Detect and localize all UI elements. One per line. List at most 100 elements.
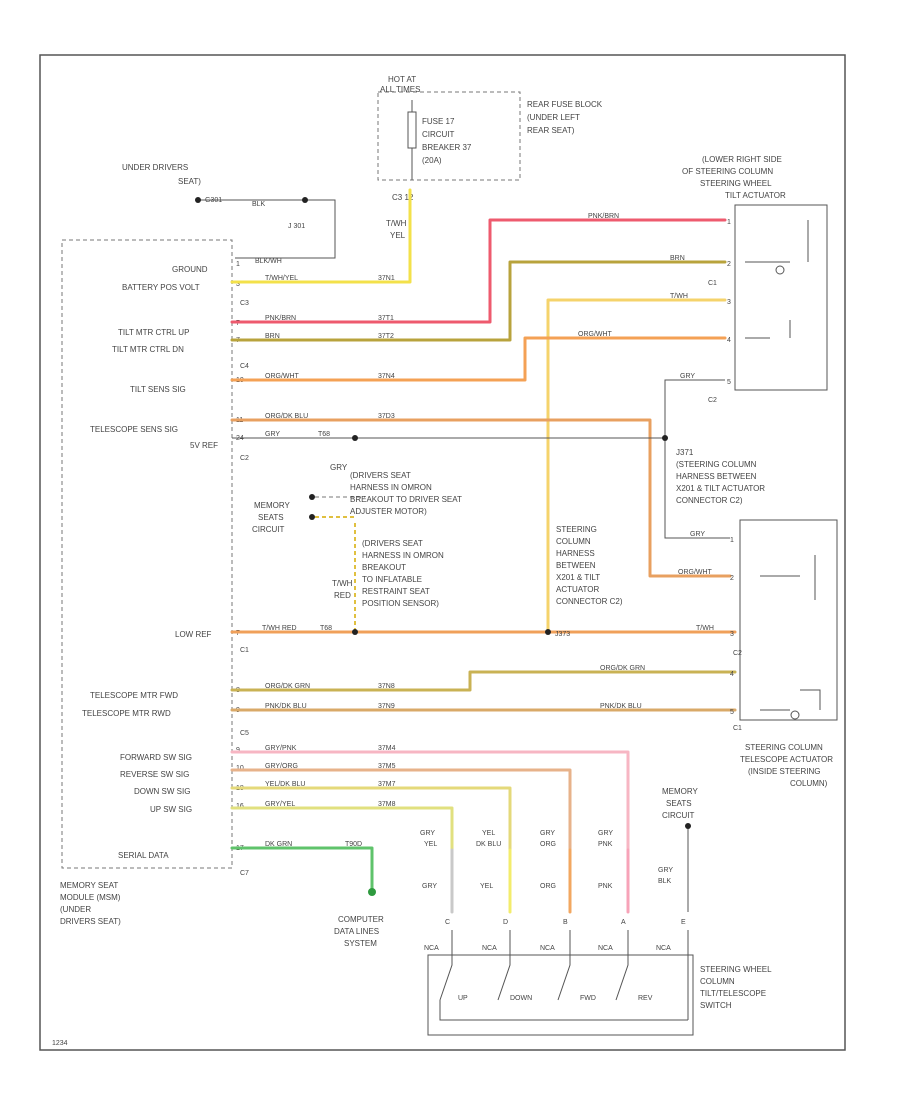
switch-pin-d: D [503, 919, 508, 926]
rear-fuse-block-label-2: (UNDER LEFT [527, 113, 580, 122]
module-conn-c3: C3 [240, 300, 249, 307]
switch-nca-4: NCA [598, 945, 613, 952]
splice-j301-label: J 301 [288, 223, 305, 230]
pin-label-tele-sens: TELESCOPE SENS SIG [90, 425, 178, 434]
tilt-wire-4: ORG/WHT [578, 331, 613, 338]
sw-wire-bottom-1: GRY [422, 883, 437, 890]
twh-red-2: RED [334, 591, 351, 600]
module-conn-c7: C7 [240, 870, 249, 877]
tilt-conn-c2: C2 [708, 397, 717, 404]
right-wire-1: GRY [690, 531, 705, 538]
wire-tilt-dn-brown [230, 260, 727, 342]
circuit-label-3: PNK/BRN [265, 315, 296, 322]
pin-label-up-sw: UP SW SIG [150, 805, 192, 814]
sw-wire-bottom-4: PNK [598, 883, 613, 890]
tilt-telescope-switch-box [427, 954, 694, 1036]
memory-seat-terminal-icon-3 [685, 823, 691, 829]
switch-title-2: COLUMN [700, 977, 735, 986]
pin-label-5v-ref: 5V REF [190, 441, 218, 450]
telescope-pin-4: 4 [730, 671, 734, 678]
switch-wire-labels: GRY YEL YEL DK BLU GRY ORG GRY PNK GRY B… [420, 830, 673, 890]
circuit-label-4: 37T1 [378, 315, 394, 322]
pin-label-serial: SERIAL DATA [118, 851, 169, 860]
switch-nca-3: NCA [540, 945, 555, 952]
pin-label-down-sw: DOWN SW SIG [134, 787, 190, 796]
j371-label-5: CONNECTOR C2) [676, 496, 743, 505]
ground-wire [200, 199, 336, 259]
splice-j373-icon [545, 629, 551, 635]
circuit-label-28: T90D [345, 841, 362, 848]
gry-note-3: HARNESS IN OMRON [350, 483, 432, 492]
tilt-pin-3: 3 [727, 299, 731, 306]
ground-wire-label-2: BLK/WH [255, 258, 282, 265]
wire-tilt-sens-orange [230, 336, 727, 382]
steering-harness-5: X201 & TILT [556, 573, 600, 582]
sw-wire-4a: GRY [598, 830, 613, 837]
circuit-label-13: T/WH RED [262, 625, 297, 632]
circuit-label-15: ORG/DK GRN [265, 683, 310, 690]
circuit-label-5: BRN [265, 333, 280, 340]
circuit-label-20: 37M4 [378, 745, 396, 752]
pin-num-1: 1 [236, 261, 240, 268]
memory-seats-circuit2-3: CIRCUIT [662, 811, 695, 820]
drivers-seat-note-4: TO INFLATABLE [362, 575, 422, 584]
splice-j301-icon [302, 197, 308, 203]
under-driver-seat-label-1: UNDER DRIVERS [122, 163, 188, 172]
wire-battery-yellow [230, 188, 412, 284]
module-title-4: DRIVERS SEAT) [60, 917, 121, 926]
wire-tele-sens-orange [230, 418, 732, 578]
splice-j371-icon [662, 435, 668, 441]
j371-label-1: J371 [676, 448, 694, 457]
telescope-actuator-box [739, 519, 838, 721]
switch-title-1: STEERING WHEEL [700, 965, 772, 974]
gry-note-4: BREAKOUT TO DRIVER SEAT [350, 495, 462, 504]
memory-seat-terminal-icon-1 [309, 494, 315, 500]
sw-wire-1a: GRY [420, 830, 435, 837]
right-wire-3: T/WH [696, 625, 714, 632]
switch-title-3: TILT/TELESCOPE [700, 989, 766, 998]
circuit-label-7: ORG/WHT [265, 373, 300, 380]
diagram-frame [39, 54, 846, 1051]
tilt-pin-1: 1 [727, 219, 731, 226]
ground-wire-label: BLK [252, 201, 266, 208]
switch-nca-1: NCA [424, 945, 439, 952]
circuit-labels: T/WH/YEL 37N1 PNK/BRN 37T1 BRN 37T2 ORG/… [262, 275, 396, 848]
pin-label-ground: GROUND [172, 265, 208, 274]
ground-symbol-icon [195, 197, 201, 203]
switch-title-4: SWITCH [700, 1001, 732, 1010]
switch-pin-c: C [445, 919, 450, 926]
tilt-pin-2: 2 [727, 261, 731, 268]
telescope-actuator-3: (INSIDE STEERING [748, 767, 820, 776]
wire-5v-ref-gray [232, 379, 725, 439]
steering-harness-4: BETWEEN [556, 561, 596, 570]
circuit-label-22: 37M5 [378, 763, 396, 770]
steering-harness-1: STEERING [556, 525, 597, 534]
circuit-label-23: YEL/DK BLU [265, 781, 305, 788]
memory-seat-terminal-icon-2 [309, 514, 315, 520]
circuit-label-14: T68 [320, 625, 332, 632]
sw-wire-2a: YEL [482, 830, 495, 837]
telescope-pin-1: 1 [730, 537, 734, 544]
computer-data-3: SYSTEM [344, 939, 377, 948]
memory-seat-module-box [61, 239, 233, 869]
wire-up-sw-yellow [230, 806, 454, 912]
wire-5v-ref-down [664, 438, 730, 539]
pin-label-tilt-up: TILT MTR CTRL UP [118, 328, 189, 337]
telescope-sensor-symbol [760, 555, 821, 711]
telescope-conn-c1: C1 [733, 725, 742, 732]
circuit-label-1: T/WH/YEL [265, 275, 298, 282]
memory-seats-circuit-3: CIRCUIT [252, 525, 285, 534]
fuse-wire-color-2: YEL [390, 231, 406, 240]
memory-seats-circuit2-1: MEMORY [662, 787, 699, 796]
sw-wire-1b: YEL [424, 841, 437, 848]
switch-nca-5: NCA [656, 945, 671, 952]
j371-label-2: (STEERING COLUMN [676, 460, 757, 469]
steering-harness-6: ACTUATOR [556, 585, 599, 594]
module-conn-c5: C5 [240, 730, 249, 737]
module-conn-c2: C2 [240, 455, 249, 462]
circuit-label-17: PNK/DK BLU [265, 703, 307, 710]
sw-wire-bottom-3: ORG [540, 883, 556, 890]
telescope-actuator-1: STEERING COLUMN [745, 743, 823, 752]
circuit-label-11: GRY [265, 431, 280, 438]
